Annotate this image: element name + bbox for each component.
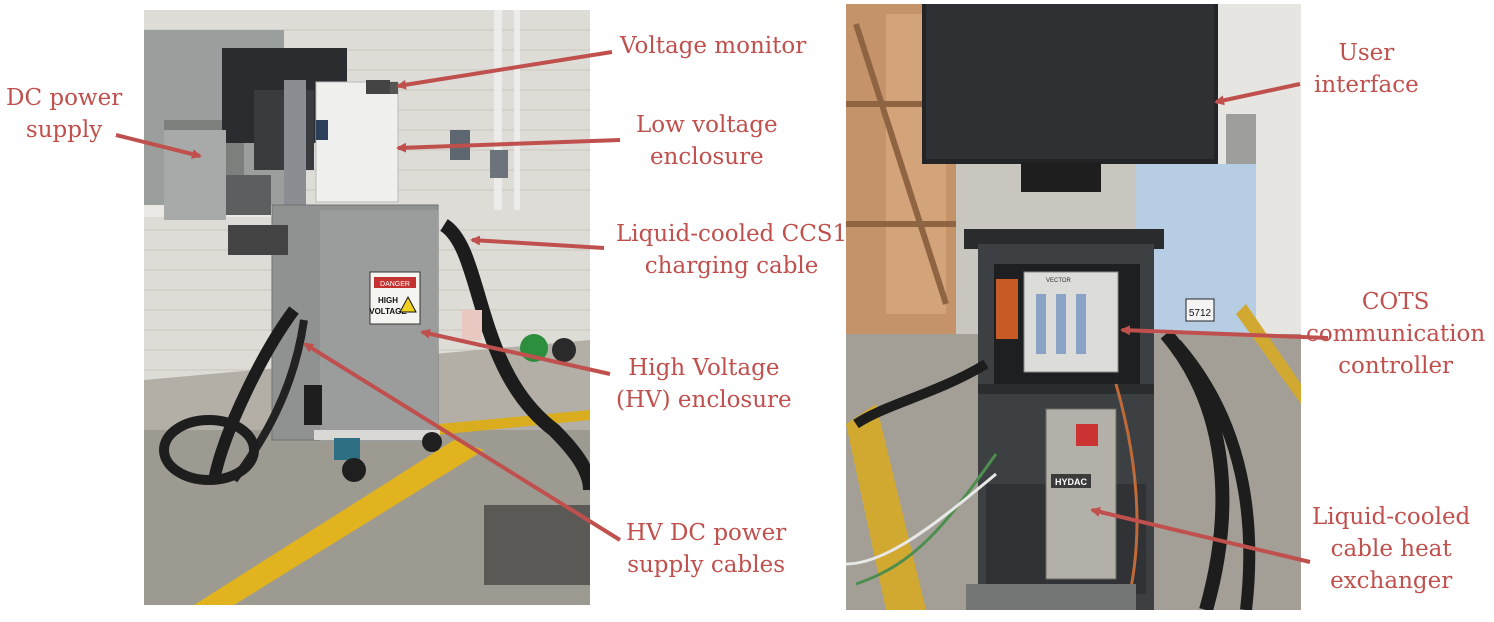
label-line: DC power	[6, 85, 123, 111]
label-line: cable heat	[1330, 536, 1452, 562]
danger-sign-line3: VOLTAGE	[369, 307, 407, 316]
label-cots-controller: COTS communication controller	[1306, 286, 1485, 382]
label-line: exchanger	[1330, 568, 1453, 594]
label-line: HV DC power	[626, 520, 787, 546]
label-hv-enclosure: High Voltage (HV) enclosure	[616, 352, 792, 416]
label-line: communication	[1306, 321, 1486, 347]
label-low-voltage-enclosure: Low voltage enclosure	[636, 109, 778, 173]
danger-sign-line2: HIGH	[378, 296, 398, 305]
label-hv-dc-cables: HV DC power supply cables	[626, 517, 786, 581]
label-line: Low voltage	[636, 112, 778, 138]
right-photo: 5712 VECTOR HYDAC	[846, 4, 1301, 610]
label-line: enclosure	[649, 144, 764, 170]
label-line: COTS	[1361, 289, 1430, 315]
label-line: charging cable	[644, 253, 819, 279]
label-line: controller	[1338, 353, 1454, 379]
label-line: (HV) enclosure	[616, 387, 792, 413]
left-photo: DANGER HIGH VOLTAGE	[144, 10, 590, 605]
label-line: Voltage monitor	[620, 33, 807, 59]
label-voltage-monitor: Voltage monitor	[620, 30, 806, 62]
label-line: supply	[25, 117, 103, 143]
label-line: User	[1338, 40, 1395, 66]
label-line: Liquid-cooled CCS1	[616, 221, 848, 247]
label-dc-power-supply: DC power supply	[6, 82, 122, 146]
label-user-interface: User interface	[1314, 37, 1419, 101]
license-plate-text: 5712	[1189, 308, 1212, 319]
controller-brand: VECTOR	[1046, 278, 1072, 284]
label-line: interface	[1314, 72, 1419, 98]
label-line: Liquid-cooled	[1312, 504, 1471, 530]
label-line: supply cables	[627, 552, 785, 578]
label-line: High Voltage	[628, 355, 780, 381]
danger-sign-line1: DANGER	[380, 281, 410, 288]
label-heat-exchanger: Liquid-cooled cable heat exchanger	[1312, 501, 1470, 597]
heat-exchanger-brand: HYDAC	[1055, 477, 1088, 487]
label-ccs1-cable: Liquid-cooled CCS1 charging cable	[616, 218, 847, 282]
